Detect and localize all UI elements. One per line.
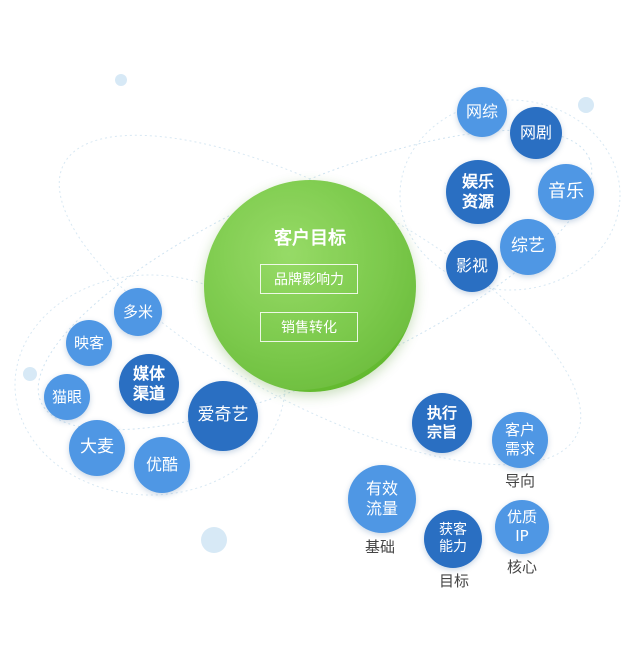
caption-core: 核心	[506, 558, 537, 576]
orbit-right	[399, 99, 621, 291]
bubble-youku: 优酷	[134, 437, 190, 493]
decor-dot	[201, 527, 227, 553]
center-goal-circle: 客户目标 品牌影响力 销售转化	[204, 180, 416, 392]
bubble-duomi: 多米	[114, 288, 162, 336]
bubble-acquisition-ability: 获客 能力	[424, 510, 482, 568]
bubble-media-channels: 媒体 渠道	[119, 354, 179, 414]
bubble-entertainment-resources: 娱乐 资源	[446, 160, 510, 224]
bubble-iqiyi: 爱奇艺	[188, 381, 258, 451]
bubble-execution-purpose: 执行 宗旨	[412, 393, 472, 453]
orbit-diagonal	[58, 134, 582, 466]
decor-dot	[578, 97, 594, 113]
bubble-variety-show: 综艺	[500, 219, 556, 275]
center-shine	[204, 180, 416, 390]
bubble-web-drama: 网剧	[510, 107, 562, 159]
bubble-yingke: 映客	[66, 320, 112, 366]
caption-goal: 目标	[438, 572, 469, 590]
center-item-sales: 销售转化	[260, 312, 358, 342]
bubble-music: 音乐	[538, 164, 594, 220]
bubble-customer-demand: 客户 需求	[492, 412, 548, 468]
decor-dot	[23, 367, 37, 381]
bubble-damai: 大麦	[69, 420, 125, 476]
bubble-effective-traffic: 有效 流量	[348, 465, 416, 533]
center-item-brand: 品牌影响力	[260, 264, 358, 294]
caption-foundation: 基础	[364, 538, 395, 556]
bubble-web-variety: 网综	[457, 87, 507, 137]
caption-orientation: 导向	[504, 472, 535, 490]
bubble-quality-ip: 优质 IP	[495, 500, 549, 554]
center-title: 客户目标	[274, 228, 346, 249]
bubble-maoyan: 猫眼	[44, 374, 90, 420]
decor-dot	[115, 74, 127, 86]
bubble-film-tv: 影视	[446, 240, 498, 292]
